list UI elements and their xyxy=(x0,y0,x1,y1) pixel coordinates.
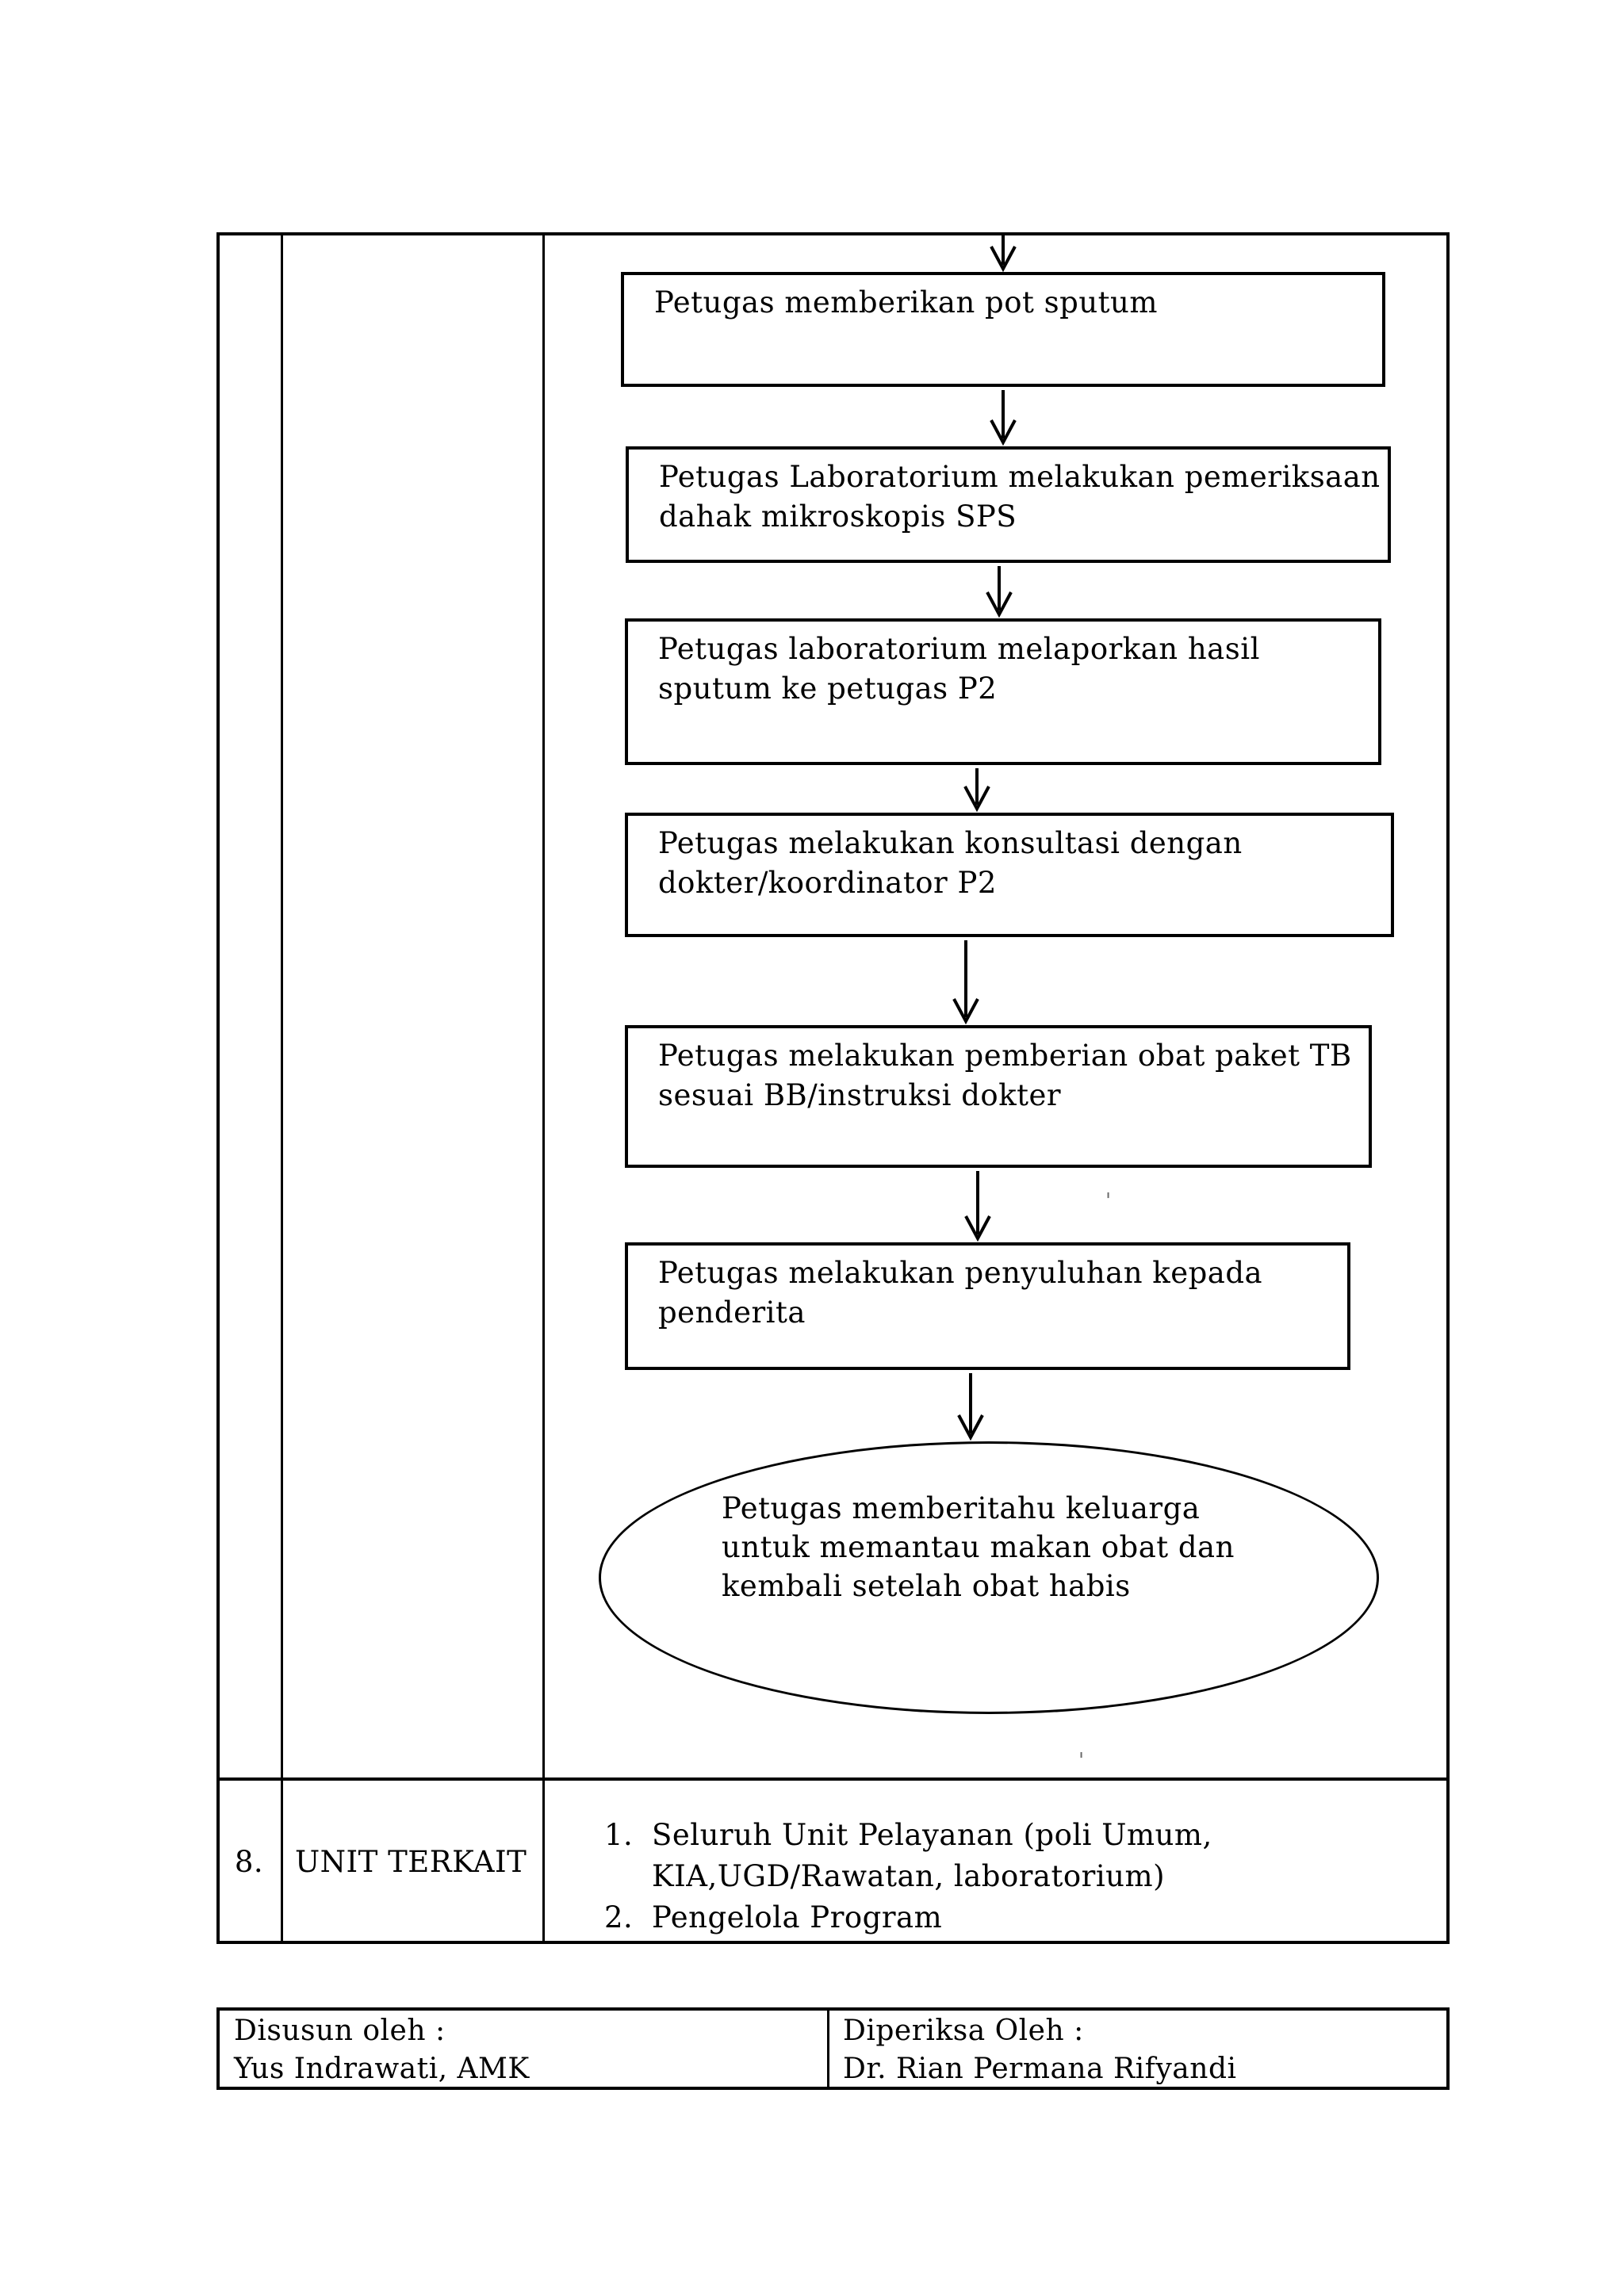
list-item-1: 1. Seluruh Unit Pelayanan (poli Umum, KI… xyxy=(604,1815,1212,1897)
scan-artifact: ' xyxy=(1078,1749,1085,1773)
flow-terminal-ellipse: Petugas memberitahu keluarga untuk meman… xyxy=(599,1441,1379,1714)
list-item-2-line: Pengelola Program xyxy=(652,1900,943,1934)
signoff-table-divider xyxy=(827,2011,829,2087)
flow-step-7-text: untuk memantau makan obat dan xyxy=(722,1530,1235,1564)
flow-step-box-5: Petugas melakukan pemberian obat paket T… xyxy=(625,1025,1372,1168)
list-item-2-number: 2. xyxy=(604,1900,634,1934)
signoff-table-frame xyxy=(216,2007,1450,2090)
flow-step-7-text: kembali setelah obat habis xyxy=(722,1569,1131,1603)
list-item-1-line: Seluruh Unit Pelayanan (poli Umum, xyxy=(652,1818,1212,1852)
flow-step-2-text: dahak mikroskopis SPS xyxy=(659,499,1017,534)
table-gridline-col2 xyxy=(542,235,545,1941)
sop-table-frame xyxy=(216,232,1450,1944)
flow-step-6-text: penderita xyxy=(658,1295,806,1330)
row8-items: 1. Seluruh Unit Pelayanan (poli Umum, KI… xyxy=(604,1815,1212,1938)
flow-step-3-text: sputum ke petugas P2 xyxy=(658,672,998,706)
flow-step-4-text: Petugas melakukan konsultasi dengan xyxy=(658,826,1243,860)
prepared-by-name: Yus Indrawati, AMK xyxy=(234,2053,530,2085)
row8-number: 8. xyxy=(234,1845,264,1879)
table-gridline-row8-top xyxy=(220,1777,1446,1781)
checked-by-name: Dr. Rian Permana Rifyandi xyxy=(843,2053,1237,2085)
list-item-1-line: KIA,UGD/Rawatan, laboratorium) xyxy=(652,1859,1165,1893)
flow-step-box-6: Petugas melakukan penyuluhan kepada pend… xyxy=(625,1242,1350,1370)
list-item-1-number: 1. xyxy=(604,1818,634,1852)
flow-step-5-text: sesuai BB/instruksi dokter xyxy=(658,1078,1062,1112)
flow-step-3-text: Petugas laboratorium melaporkan hasil xyxy=(658,632,1260,666)
list-item-2: 2. Pengelola Program xyxy=(604,1897,1212,1938)
flow-step-4-text: dokter/koordinator P2 xyxy=(658,866,997,900)
scan-artifact: ' xyxy=(1105,1189,1112,1213)
table-gridline-col1 xyxy=(281,235,283,1941)
list-item-1-text: Seluruh Unit Pelayanan (poli Umum, KIA,U… xyxy=(652,1815,1212,1897)
flow-step-box-2: Petugas Laboratorium melakukan pemeriksa… xyxy=(626,446,1391,563)
prepared-by-label: Disusun oleh : xyxy=(234,2015,446,2047)
flow-step-5-text: Petugas melakukan pemberian obat paket T… xyxy=(658,1039,1352,1073)
flow-step-2-text: Petugas Laboratorium melakukan pemeriksa… xyxy=(659,460,1381,494)
flow-step-7-text: Petugas memberitahu keluarga xyxy=(722,1491,1201,1525)
list-item-2-text: Pengelola Program xyxy=(652,1897,942,1938)
flow-step-box-1: Petugas memberikan pot sputum xyxy=(621,272,1385,387)
flow-step-box-3: Petugas laboratorium melaporkan hasil sp… xyxy=(625,618,1381,765)
flow-step-1-text: Petugas memberikan pot sputum xyxy=(654,285,1158,320)
checked-by-label: Diperiksa Oleh : xyxy=(843,2015,1084,2047)
row8-label: UNIT TERKAIT xyxy=(295,1845,527,1879)
flow-step-box-4: Petugas melakukan konsultasi dengan dokt… xyxy=(625,813,1394,937)
flow-step-6-text: Petugas melakukan penyuluhan kepada xyxy=(658,1256,1263,1290)
